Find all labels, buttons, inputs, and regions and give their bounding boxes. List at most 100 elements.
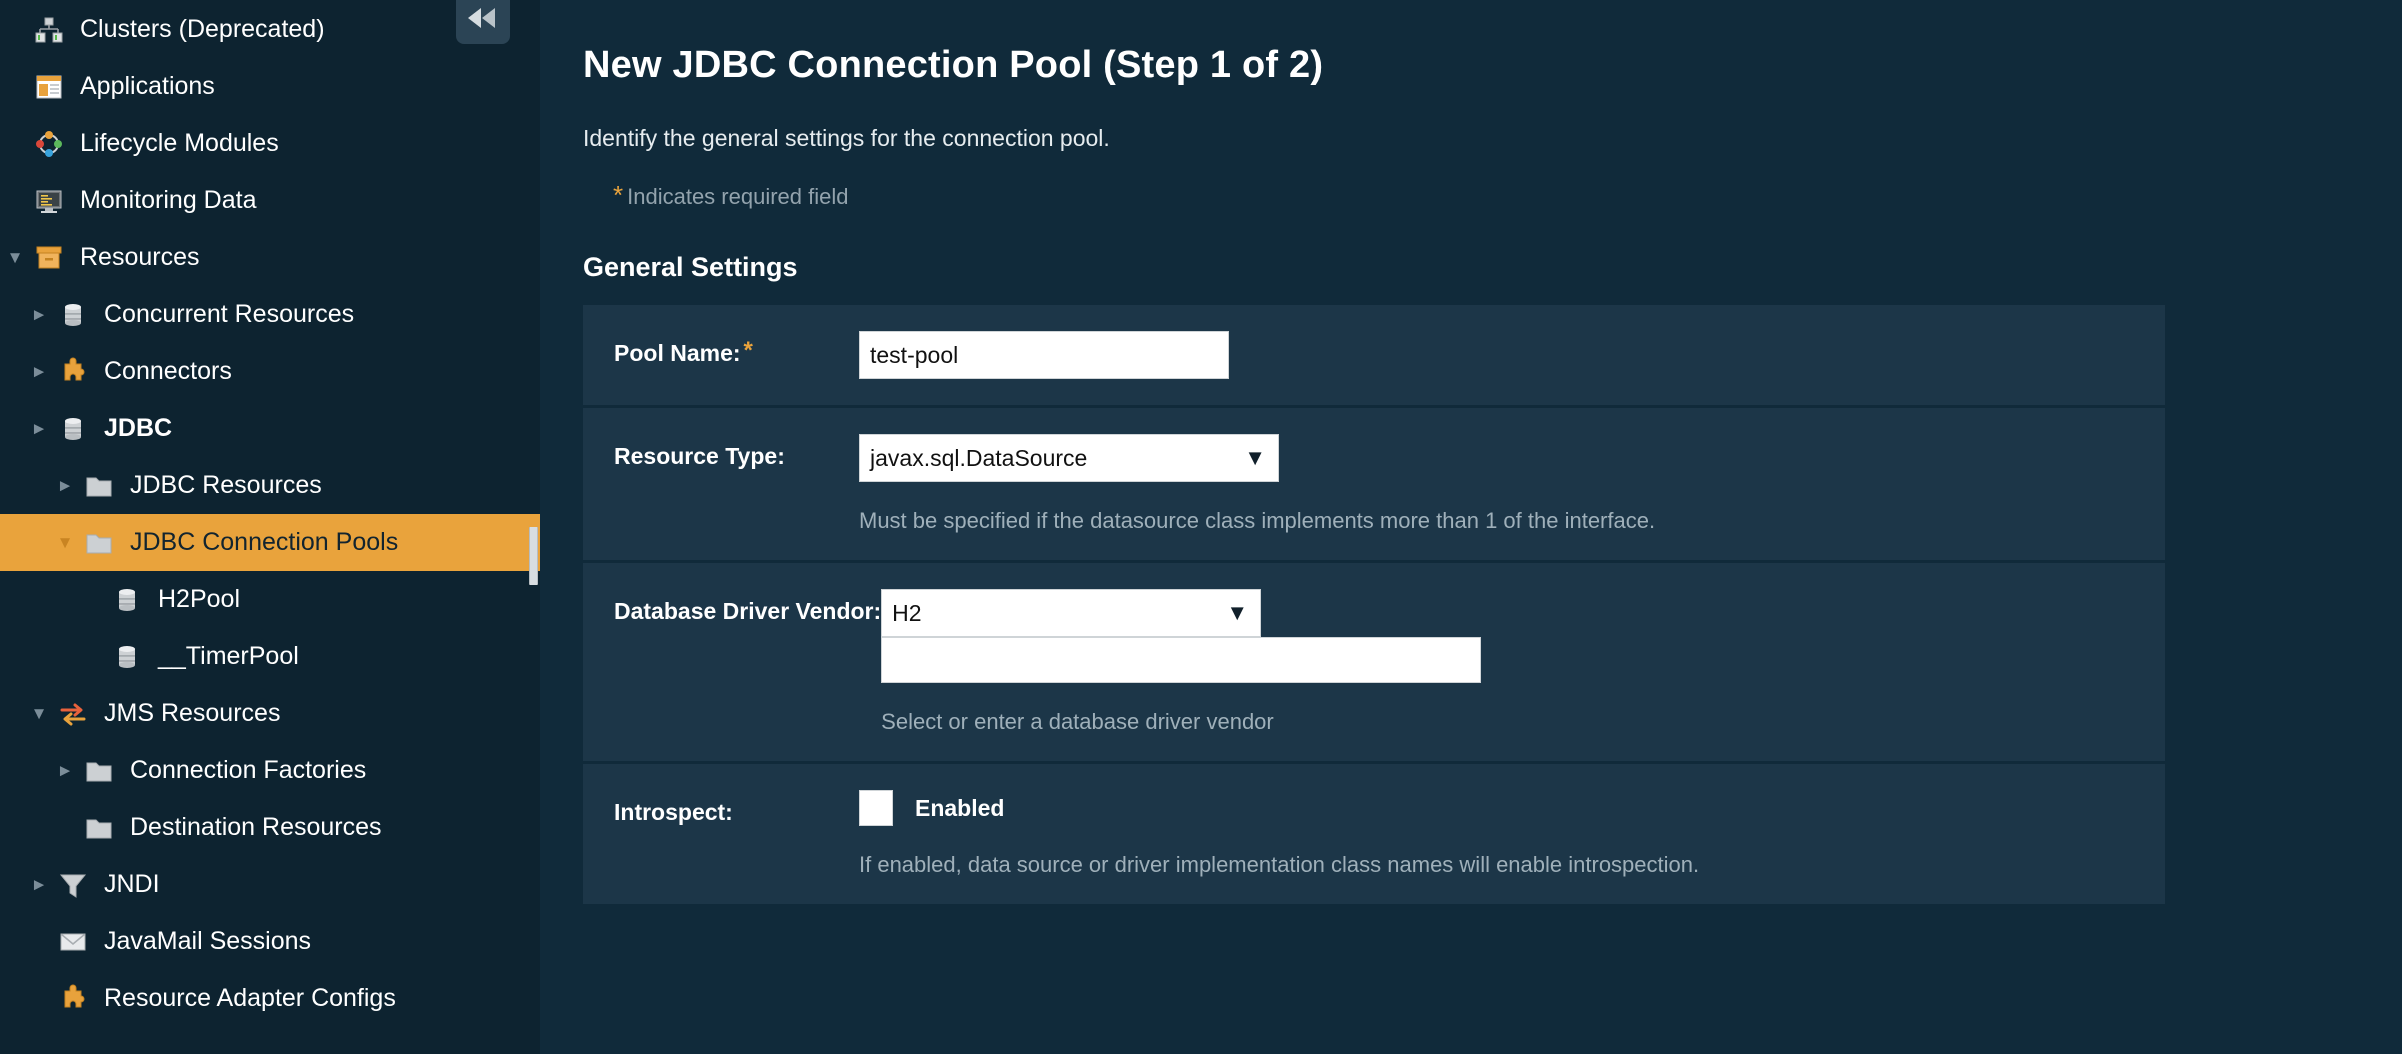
database-driver-vendor-control: H2 ▼ Select or enter a database driver v…	[881, 589, 2165, 735]
introspect-control: Enabled If enabled, data source or drive…	[859, 790, 2165, 878]
sidebar-item-label: H2Pool	[158, 585, 240, 613]
resource-type-selected-value: javax.sql.DataSource	[870, 444, 1088, 471]
sidebar-tree: NodesClusters (Deprecated)ApplicationsLi…	[0, 0, 540, 1027]
sidebar-item-label: JMS Resources	[104, 699, 281, 727]
database-driver-vendor-free-text-input[interactable]	[881, 637, 1482, 683]
form-row-database-driver-vendor: Database Driver Vendor: H2 ▼ Select or e…	[583, 563, 2165, 764]
box-icon	[30, 243, 68, 273]
sidebar-item-label: Concurrent Resources	[104, 300, 355, 328]
database-driver-vendor-select[interactable]: H2 ▼	[881, 589, 1262, 637]
chevron-right-icon[interactable]: ►	[56, 475, 74, 495]
sidebar-navigation-tree: NodesClusters (Deprecated)ApplicationsLi…	[0, 0, 540, 1054]
sidebar-item-connection-factories[interactable]: ► Connection Factories	[0, 742, 540, 799]
introspect-hint: If enabled, data source or driver implem…	[859, 852, 1700, 877]
required-field-note: * Indicates required field	[613, 180, 2402, 210]
database-driver-vendor-selected-value: H2	[892, 599, 922, 626]
pool-name-label-text: Pool Name:	[614, 340, 741, 366]
database-icon	[54, 414, 92, 444]
sidebar-item-label: __TimerPool	[158, 642, 299, 670]
sidebar-scrollbar-thumb[interactable]	[529, 527, 538, 585]
puzzle-icon	[54, 984, 92, 1014]
sidebar-scrollbar-track[interactable]	[527, 0, 540, 1054]
page-description: Identify the general settings for the co…	[583, 125, 1110, 151]
database-icon	[108, 585, 146, 615]
form-row-introspect: Introspect: Enabled If enabled, data sou…	[583, 764, 2165, 904]
main-content: New JDBC Connection Pool (Step 1 of 2) I…	[540, 0, 2402, 1054]
sidebar-item-label: JNDI	[104, 870, 160, 898]
sidebar-item-label: JDBC Connection Pools	[130, 528, 399, 556]
sidebar-item-monitoring-data[interactable]: Monitoring Data	[0, 172, 540, 229]
folder-icon	[80, 528, 118, 558]
sidebar-collapse-button[interactable]	[456, 0, 510, 44]
sidebar-item-applications[interactable]: Applications	[0, 58, 540, 115]
folder-icon	[80, 756, 118, 786]
section-title-general-settings: General Settings	[583, 252, 798, 282]
sidebar-item-destination-resources[interactable]: Destination Resources	[0, 799, 540, 856]
sidebar-item-javamail-sessions[interactable]: JavaMail Sessions	[0, 913, 540, 970]
chevron-right-icon[interactable]: ►	[30, 874, 48, 894]
pool-name-required-asterisk-icon: *	[743, 337, 753, 364]
database-icon	[108, 642, 146, 672]
sidebar-item-timerpool[interactable]: __TimerPool	[0, 628, 540, 685]
sidebar-item-label: JavaMail Sessions	[104, 927, 312, 955]
chevron-down-icon[interactable]: ▼	[30, 703, 48, 723]
envelope-icon	[54, 927, 92, 957]
sidebar-item-label: JDBC Resources	[130, 471, 322, 499]
chevron-down-icon: ▼	[1226, 600, 1249, 625]
sidebar-item-clusters-deprecated[interactable]: Clusters (Deprecated)	[0, 1, 540, 58]
chevron-down-icon[interactable]: ▼	[56, 532, 74, 552]
exchange-icon	[54, 699, 92, 729]
lifecycle-icon	[30, 129, 68, 159]
folder-icon	[80, 813, 118, 843]
general-settings-form-panel: Pool Name:* test-pool Resource Type: jav…	[583, 305, 2165, 904]
sidebar-item-label: Applications	[80, 72, 215, 100]
sidebar-item-label: Connectors	[104, 357, 232, 385]
pool-name-control: test-pool	[859, 331, 2165, 379]
introspect-checkbox-line: Enabled	[859, 790, 2145, 826]
resource-type-select[interactable]: javax.sql.DataSource ▼	[859, 434, 1279, 482]
sidebar-item-resource-adapter-configs[interactable]: Resource Adapter Configs	[0, 970, 540, 1027]
sidebar-item-label: Resource Adapter Configs	[104, 984, 396, 1012]
database-icon	[54, 300, 92, 330]
sidebar-item-lifecycle-modules[interactable]: Lifecycle Modules	[0, 115, 540, 172]
sidebar-item-jdbc-connection-pools[interactable]: ▼ JDBC Connection Pools	[0, 514, 540, 571]
sidebar-item-concurrent-resources[interactable]: ► Concurrent Resources	[0, 286, 540, 343]
database-driver-vendor-hint: Select or enter a database driver vendor	[881, 709, 1274, 734]
chevron-right-icon[interactable]: ►	[30, 418, 48, 438]
page-title: New JDBC Connection Pool (Step 1 of 2)	[583, 44, 1324, 86]
form-row-resource-type: Resource Type: javax.sql.DataSource ▼ Mu…	[583, 408, 2165, 563]
monitor-icon	[30, 186, 68, 216]
introspect-checkbox[interactable]	[859, 790, 893, 826]
sidebar-item-label: Resources	[80, 243, 200, 271]
chevron-right-icon[interactable]: ►	[30, 304, 48, 324]
sidebar-item-label: Destination Resources	[130, 813, 382, 841]
sidebar-item-connectors[interactable]: ► Connectors	[0, 343, 540, 400]
pool-name-input[interactable]: test-pool	[859, 331, 1229, 379]
resource-type-control: javax.sql.DataSource ▼ Must be specified…	[859, 434, 2165, 534]
resource-type-hint: Must be specified if the datasource clas…	[859, 508, 1656, 533]
required-asterisk-icon: *	[613, 180, 624, 210]
required-note-text: Indicates required field	[627, 184, 849, 209]
folder-icon	[80, 471, 118, 501]
introspect-label: Introspect:	[614, 799, 733, 825]
chevron-down-icon[interactable]: ▼	[6, 247, 24, 267]
sidebar-item-resources[interactable]: ▼ Resources	[0, 229, 540, 286]
sidebar-item-jdbc-resources[interactable]: ► JDBC Resources	[0, 457, 540, 514]
introspect-checkbox-label: Enabled	[915, 794, 1005, 821]
form-row-pool-name: Pool Name:* test-pool	[583, 305, 2165, 408]
database-driver-vendor-label: Database Driver Vendor:	[614, 598, 882, 624]
sidebar-item-label: Lifecycle Modules	[80, 129, 279, 157]
double-chevron-left-icon	[465, 7, 499, 34]
sidebar-item-h2pool[interactable]: H2Pool	[0, 571, 540, 628]
sidebar-item-jdbc[interactable]: ► JDBC	[0, 400, 540, 457]
application-icon	[30, 72, 68, 102]
pool-name-label: Pool Name:*	[583, 331, 859, 379]
chevron-right-icon[interactable]: ►	[56, 760, 74, 780]
chevron-right-icon[interactable]: ►	[30, 361, 48, 381]
sidebar-item-jms-resources[interactable]: ▼ JMS Resources	[0, 685, 540, 742]
chevron-down-icon: ▼	[1244, 445, 1266, 470]
sidebar-item-label: JDBC	[104, 414, 173, 442]
sidebar-item-jndi[interactable]: ► JNDI	[0, 856, 540, 913]
sidebar-item-label: Connection Factories	[130, 756, 367, 784]
